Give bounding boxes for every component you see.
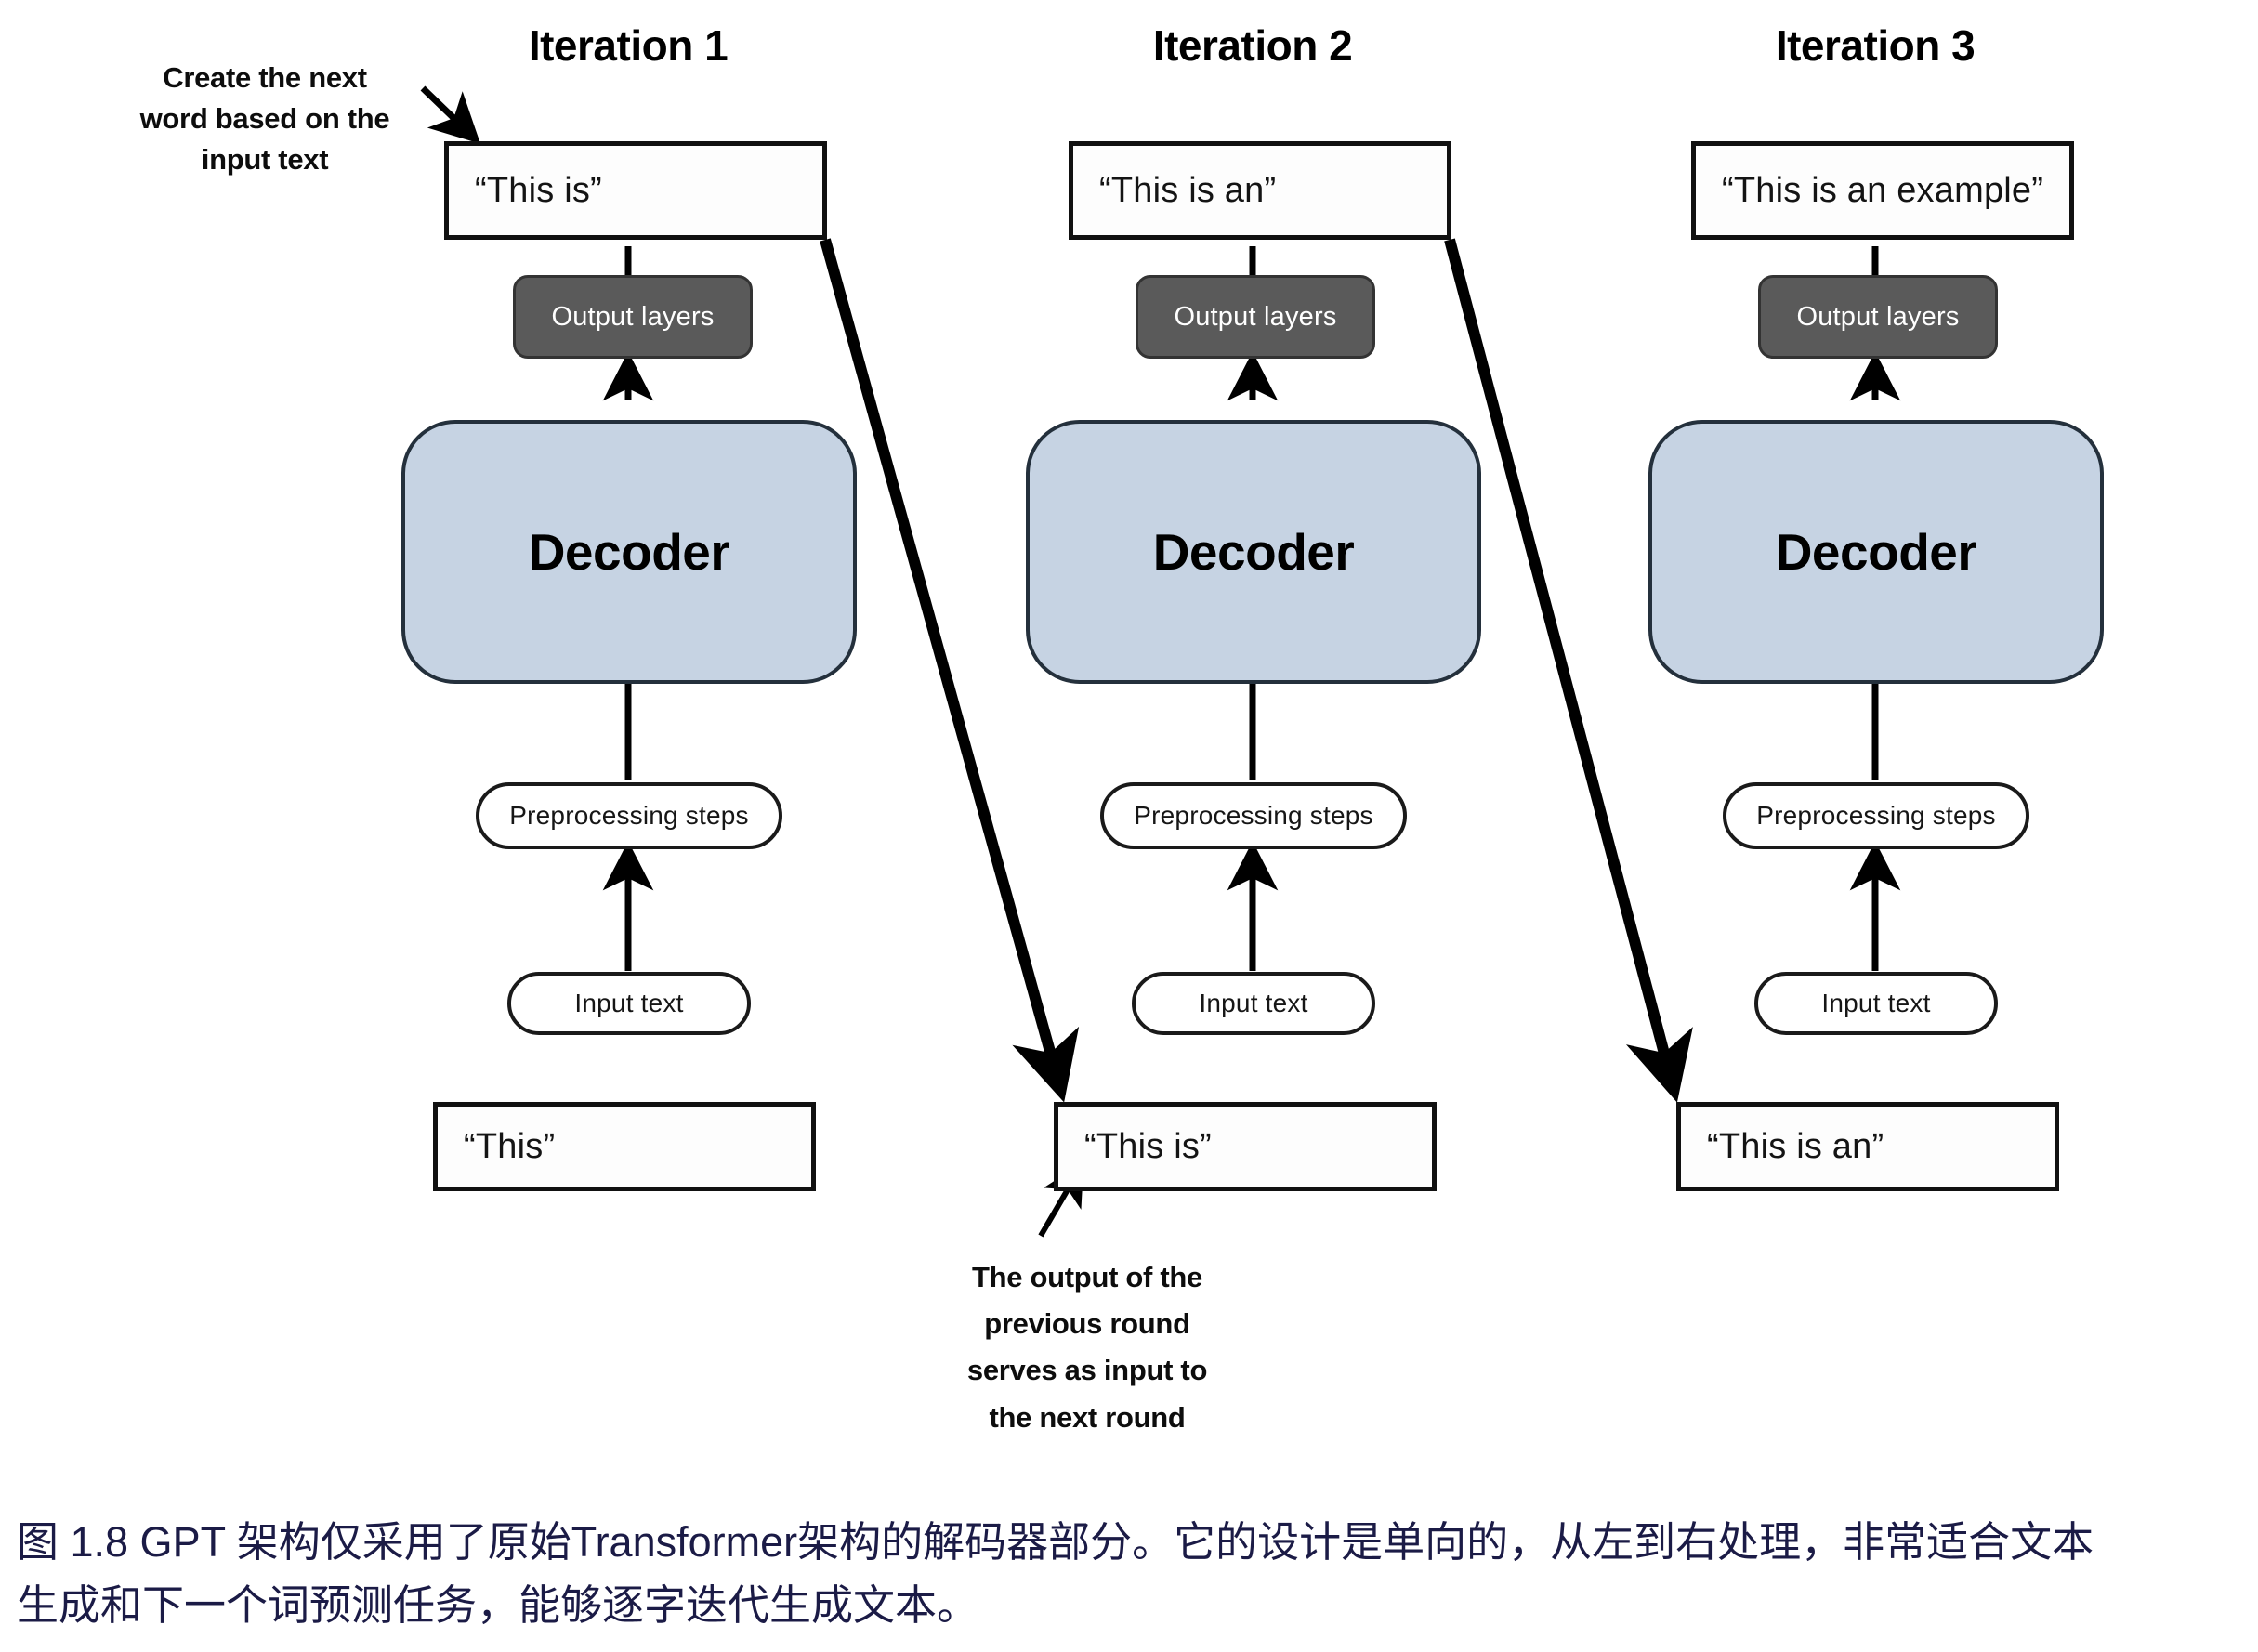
- input-text-box-iteration-3: Input text: [1754, 972, 1998, 1035]
- figure-caption-line-1: 图 1.8 GPT 架构仅采用了原始Transformer架构的解码器部分。它的…: [17, 1518, 2094, 1566]
- input-text-box-iteration-1: Input text: [507, 972, 751, 1035]
- output-text-box-iteration-2: “This is an”: [1069, 141, 1451, 240]
- arrow-iter2-output-to-iter3-input: [1444, 238, 1693, 1103]
- arrow-iter1-output-to-iter2-input: [820, 238, 1080, 1103]
- output-layers-box-iteration-1: Output layers: [513, 275, 753, 359]
- decoder-box-iteration-1: Decoder: [401, 420, 857, 684]
- callout-output-previous-round-line-3: serves as input to: [966, 1354, 1208, 1387]
- preprocessing-steps-box-iteration-2: Preprocessing steps: [1100, 782, 1407, 849]
- figure-caption: 图 1.8 GPT 架构仅采用了原始Transformer架构的解码器部分。它的…: [17, 1511, 2247, 1638]
- output-layers-box-iteration-2: Output layers: [1136, 275, 1375, 359]
- preprocessing-steps-box-iteration-1: Preprocessing steps: [476, 782, 782, 849]
- output-layers-box-iteration-3: Output layers: [1758, 275, 1998, 359]
- callout-output-previous-round-line-4: the next round: [989, 1400, 1186, 1434]
- input-sequence-box-iteration-1: “This”: [433, 1102, 816, 1191]
- callout-create-next-word-line-1: Create the next: [163, 61, 367, 94]
- column-title-iteration-2: Iteration 2: [1152, 21, 1353, 70]
- column-title-iteration-3: Iteration 3: [1775, 21, 1976, 70]
- preprocessing-steps-box-iteration-3: Preprocessing steps: [1723, 782, 2029, 849]
- output-text-box-iteration-3: “This is an example”: [1691, 141, 2074, 240]
- callout-output-previous-round: The output of the previous round serves …: [906, 1254, 1268, 1441]
- column-title-iteration-1: Iteration 1: [528, 21, 729, 70]
- decoder-box-iteration-2: Decoder: [1026, 420, 1481, 684]
- leader-create-next-word: [420, 85, 481, 144]
- callout-output-previous-round-line-1: The output of the: [971, 1261, 1202, 1293]
- input-sequence-box-iteration-2: “This is”: [1054, 1102, 1437, 1191]
- callout-create-next-word-line-2: word based on the: [139, 102, 390, 136]
- callout-create-next-word: Create the next word based on the input …: [112, 58, 418, 180]
- callout-output-previous-round-line-2: previous round: [984, 1307, 1190, 1341]
- output-text-box-iteration-1: “This is”: [444, 141, 827, 240]
- callout-create-next-word-line-3: input text: [201, 143, 329, 177]
- figure-caption-line-2: 生成和下一个词预测任务，能够逐字迭代生成文本。: [17, 1581, 979, 1630]
- input-sequence-box-iteration-3: “This is an”: [1676, 1102, 2059, 1191]
- input-text-box-iteration-2: Input text: [1132, 972, 1375, 1035]
- decoder-box-iteration-3: Decoder: [1648, 420, 2104, 684]
